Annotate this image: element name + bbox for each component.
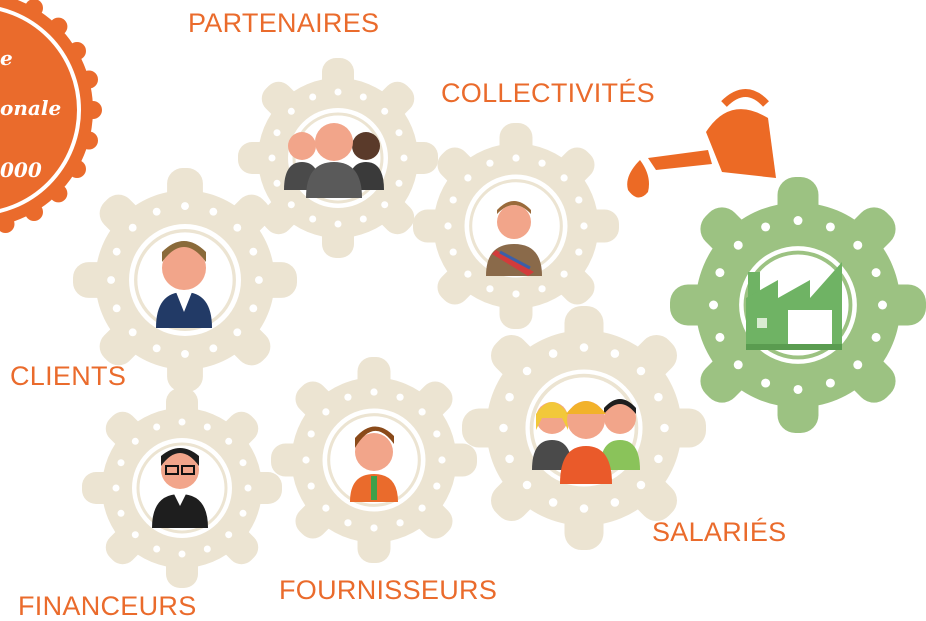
employees-avatar [532,399,640,484]
label-financeurs: FINANCEURS [18,591,197,621]
factory-icon [746,262,842,350]
seal-text-line-3: 000 [0,158,42,182]
supplier-avatar [350,426,398,502]
client-avatar [156,241,212,328]
label-salaries: SALARIÉS [652,517,787,547]
label-collectivites: COLLECTIVITÉS [441,78,655,108]
seal-badge [0,0,102,233]
label-fournisseurs: FOURNISSEURS [279,575,498,605]
seal-text-line-2: onale [0,96,62,120]
label-clients: CLIENTS [10,361,127,391]
partners-group-avatar [284,123,384,198]
mayor-avatar [486,201,542,276]
seal-text-line-1: e [0,46,13,70]
watering-can-icon [627,89,776,198]
financer-avatar [152,448,208,528]
label-partenaires: PARTENAIRES [188,8,380,38]
